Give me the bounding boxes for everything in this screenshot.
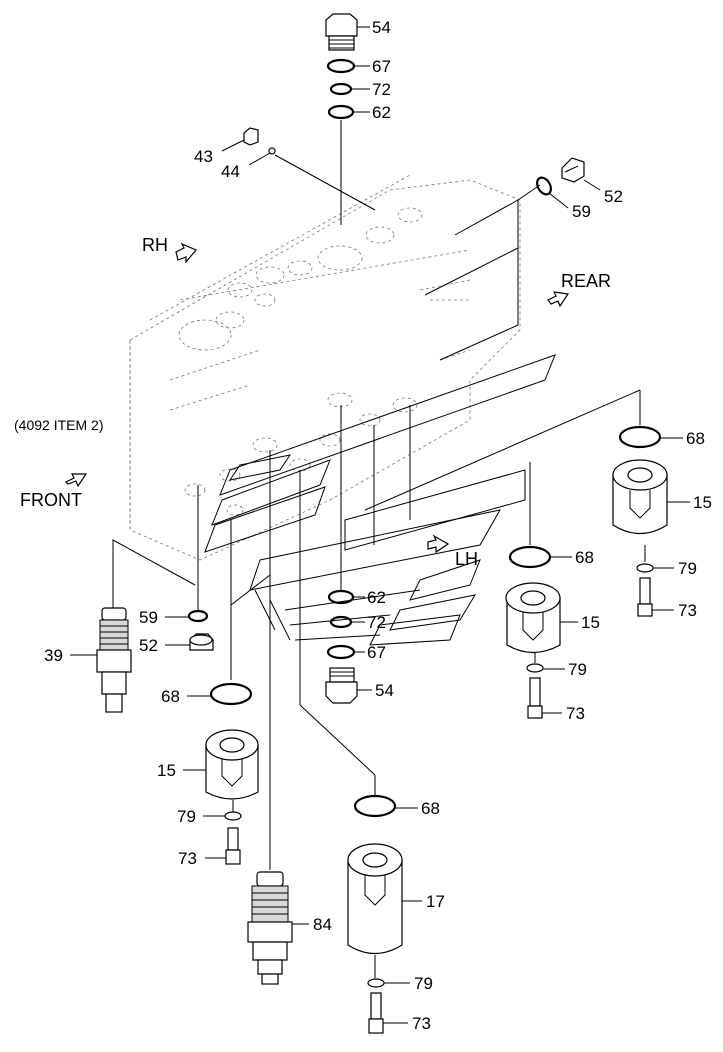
bolt-73-right (637, 577, 653, 617)
callout-73-bottom: 73 (412, 1014, 431, 1033)
callout-73-left: 73 (178, 849, 197, 868)
direction-rh: RH (142, 235, 168, 255)
callout-leaders (70, 26, 690, 1024)
lh-arrow-icon (427, 534, 450, 554)
callout-67-top: 67 (372, 57, 391, 76)
washer-79-mid (526, 663, 544, 673)
o-ring-62-top (327, 104, 355, 120)
solenoid-15-right (612, 459, 668, 535)
callout-79-bottom: 79 (414, 974, 433, 993)
o-ring-68-mid (508, 545, 552, 569)
callout-62-top: 62 (372, 103, 391, 122)
callout-72-top: 72 (372, 80, 391, 99)
section-bands (204, 354, 641, 646)
o-ring-59-top (536, 176, 552, 196)
o-ring-68-left (209, 682, 253, 706)
plug-54-mid (325, 667, 358, 704)
plug-54-top (325, 13, 358, 51)
plug-44 (268, 147, 276, 155)
callout-59-left: 59 (139, 608, 158, 627)
callout-79-mid: 79 (568, 660, 587, 679)
callout-84: 84 (313, 915, 332, 934)
direction-lh: LH (455, 549, 478, 569)
plug-43 (243, 127, 259, 146)
direction-front: FRONT (20, 490, 82, 510)
leader-lines (112, 120, 646, 978)
callout-73-right: 73 (678, 601, 697, 620)
bolt-73-left (225, 827, 241, 865)
washer-79-left (224, 811, 242, 821)
front-arrow-icon (64, 473, 88, 488)
rh-arrow-icon (175, 242, 197, 264)
callout-43: 43 (194, 147, 213, 166)
callout-15-mid: 15 (581, 613, 600, 632)
o-ring-59-left (187, 609, 209, 623)
callout-39: 39 (44, 646, 63, 665)
callout-52-top: 52 (604, 187, 623, 206)
plug-52-top (561, 157, 585, 183)
direction-rear: REAR (561, 271, 611, 291)
callout-62-mid: 62 (367, 588, 386, 607)
callout-68-bottom: 68 (421, 799, 440, 818)
callout-54-top: 54 (372, 18, 391, 37)
washer-79-bottom (367, 978, 385, 988)
rear-arrow-icon (547, 291, 570, 308)
solenoid-15-mid (505, 582, 561, 654)
o-ring-68-bottom (353, 794, 397, 818)
relief-valve-39 (96, 607, 132, 713)
o-ring-67-mid (326, 644, 356, 660)
o-ring-72-mid (329, 615, 353, 629)
callout-68-mid: 68 (575, 548, 594, 567)
callout-labels: 54 67 72 62 43 44 52 59 68 15 79 73 68 1… (44, 18, 712, 1033)
relief-valve-84 (247, 871, 293, 985)
callout-15-left: 15 (157, 761, 176, 780)
callout-52-left: 52 (139, 636, 158, 655)
o-ring-68-right (618, 425, 662, 449)
callout-68-left: 68 (161, 687, 180, 706)
callout-44: 44 (221, 162, 240, 181)
callout-67-mid: 67 (367, 643, 386, 662)
callout-79-left: 79 (177, 807, 196, 826)
callout-68-right: 68 (686, 429, 705, 448)
o-ring-67-top (326, 58, 356, 74)
callout-54-mid: 54 (375, 681, 394, 700)
washer-79-right (636, 563, 654, 573)
plug-52-left (189, 633, 214, 651)
callout-79-right: 79 (678, 559, 697, 578)
solenoid-15-left (205, 729, 259, 800)
o-ring-72-top (329, 82, 353, 96)
bolt-73-bottom (368, 992, 384, 1034)
callout-73-mid: 73 (566, 704, 585, 723)
callout-59-top: 59 (572, 202, 591, 221)
callout-72-mid: 72 (367, 613, 386, 632)
reference-note: (4092 ITEM 2) (14, 417, 103, 433)
bolt-73-mid (527, 677, 543, 719)
callout-17: 17 (426, 892, 445, 911)
callout-15-right: 15 (693, 493, 712, 512)
valve-body-outline (129, 174, 521, 561)
solenoid-17 (347, 843, 403, 955)
